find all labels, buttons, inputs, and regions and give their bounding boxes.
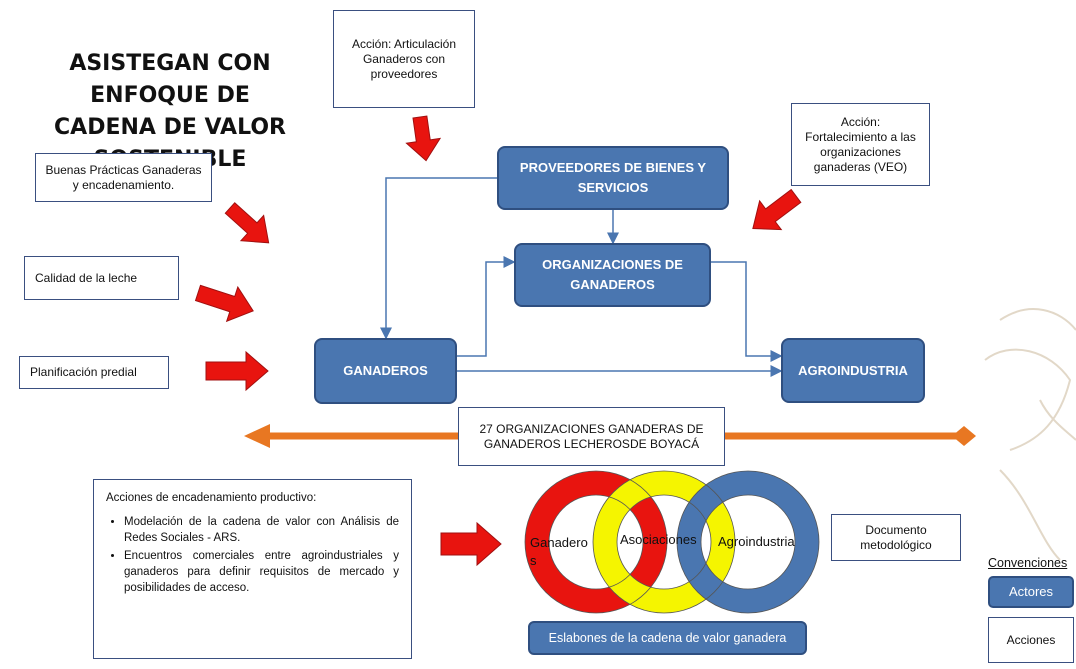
red-arrow-articulacion: [405, 115, 442, 162]
acciones-item: Modelación de la cadena de valor con Aná…: [124, 514, 399, 546]
connector-ganaderos-to-organizaciones: [457, 256, 516, 357]
red-arrow-calidad: [194, 284, 254, 323]
ring-asociaciones: [593, 471, 735, 613]
red-arrow-acciones: [440, 521, 502, 567]
cow-sketch-decoration: [984, 308, 1076, 561]
note-acciones-encadenamiento: Acciones de encadenamiento productivo: M…: [93, 479, 412, 659]
note-organizaciones-count: 27 ORGANIZACIONES GANADERAS DE GANADEROS…: [458, 407, 725, 466]
ring-agroindustria: [677, 471, 819, 613]
actor-ganaderos: GANADEROS: [314, 338, 457, 404]
actor-organizaciones: ORGANIZACIONES DE GANADEROS: [514, 243, 711, 307]
acciones-heading: Acciones de encadenamiento productivo:: [106, 492, 317, 504]
eslabones-label: Eslabones de la cadena de valor ganadera: [528, 621, 807, 655]
note-articulacion: Acción: Articulación Ganaderos con prove…: [333, 10, 475, 108]
legend-acciones: Acciones: [988, 617, 1074, 663]
red-arrow-planificacion: [205, 350, 269, 392]
actor-proveedores: PROVEEDORES DE BIENES Y SERVICIOS: [497, 146, 729, 210]
note-buenas-practicas: Buenas Prácticas Ganaderas y encadenamie…: [35, 153, 212, 202]
actor-agroindustria: AGROINDUSTRIA: [781, 338, 925, 403]
note-documento: Documento metodológico: [831, 514, 961, 561]
acciones-list: Modelación de la cadena de valor con Aná…: [106, 514, 399, 596]
note-fortalecimiento: Acción: Fortalecimiento a las organizaci…: [791, 103, 930, 186]
connector-proveedores-to-ganaderos: [380, 177, 497, 340]
acciones-item: Encuentros comerciales entre agroindustr…: [124, 548, 399, 596]
legend-heading: Convenciones: [988, 556, 1068, 570]
red-arrow-fortalecimiento: [752, 188, 802, 231]
legend-actores: Actores: [988, 576, 1074, 608]
value-chain-rings: [524, 470, 820, 614]
ring-label-agroindustria: Agroindustria: [718, 534, 795, 549]
note-planificacion: Planificación predial: [19, 356, 169, 389]
note-calidad: Calidad de la leche: [24, 256, 179, 300]
ring-label-asociaciones: Asociaciones: [620, 532, 697, 547]
ring-label-ganaderos: Ganadero s: [530, 535, 588, 568]
connector-organizaciones-to-agroindustria: [711, 261, 783, 362]
ring-ganaderos: [525, 471, 667, 613]
red-arrow-buenas-practicas: [224, 202, 270, 244]
